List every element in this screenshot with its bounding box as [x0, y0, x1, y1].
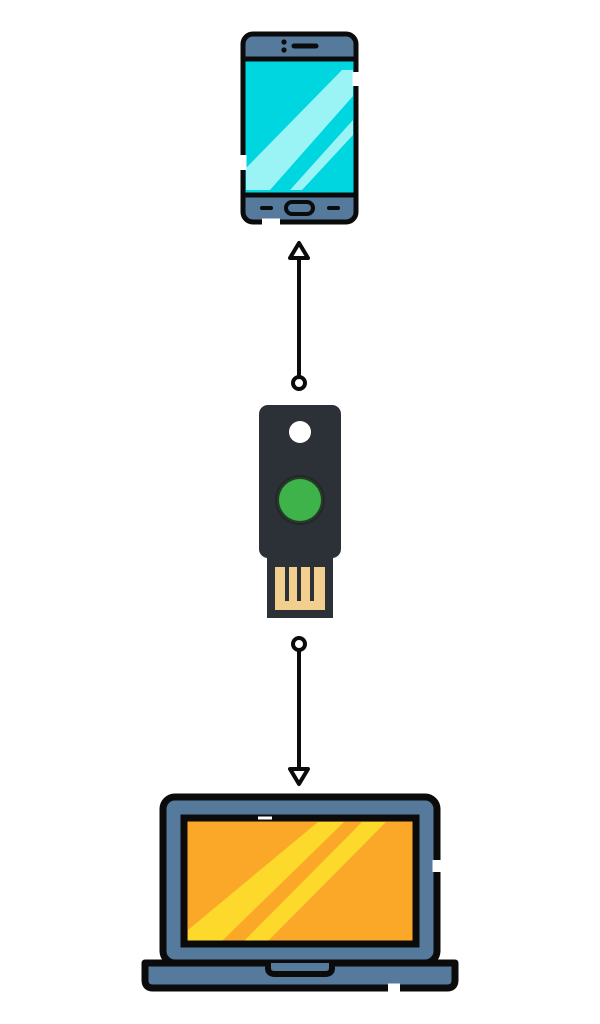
- connector-dot: [291, 636, 307, 652]
- touch-button: [279, 479, 321, 521]
- connector-key-to-laptop: [288, 636, 310, 786]
- connector-dot: [291, 375, 307, 391]
- connector-key-to-phone: [288, 241, 310, 391]
- smartphone-icon: [239, 31, 360, 226]
- laptop-icon: [141, 793, 459, 993]
- arrow-up-icon: [288, 241, 310, 260]
- usb-security-key-icon: [259, 405, 341, 618]
- phone-glare: [246, 70, 353, 190]
- laptop-notch: [265, 963, 335, 977]
- laptop-glare: [188, 822, 344, 941]
- keyring-hole: [289, 421, 311, 443]
- arrow-down-icon: [288, 767, 310, 786]
